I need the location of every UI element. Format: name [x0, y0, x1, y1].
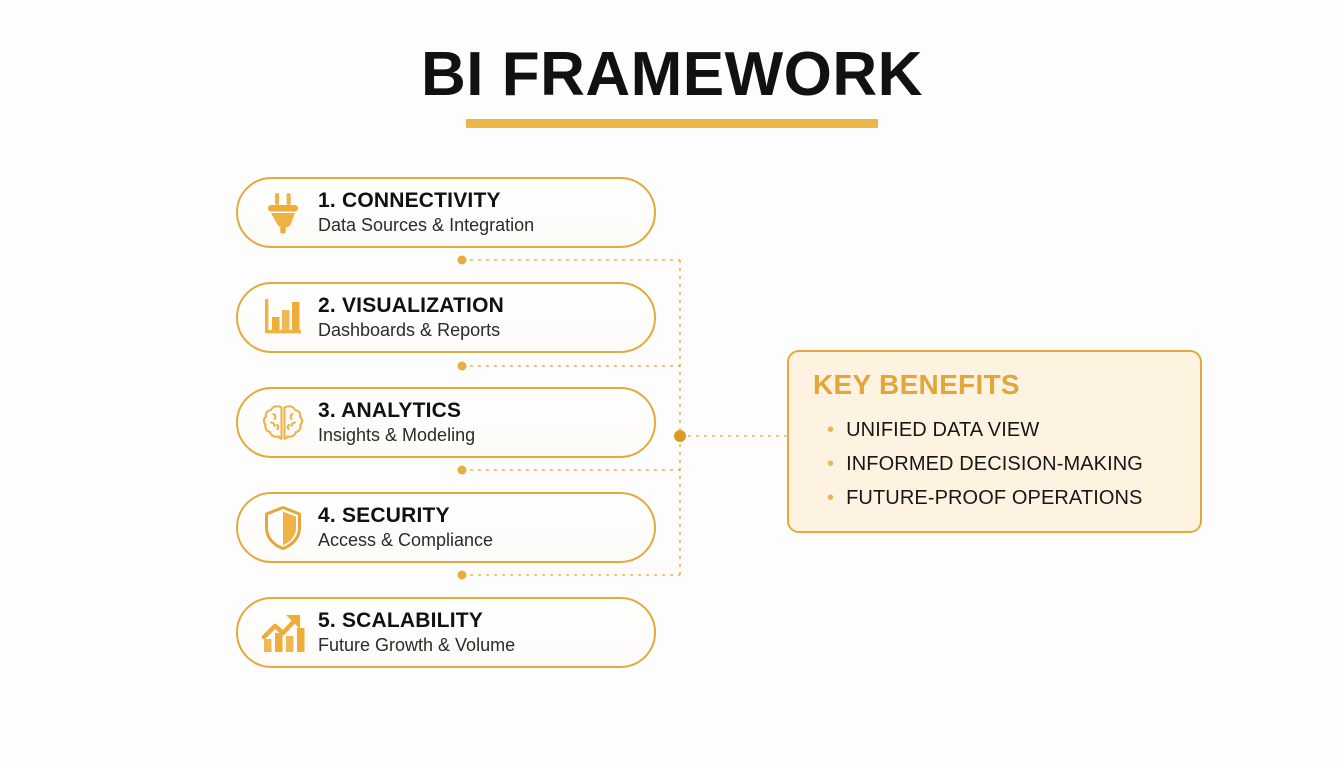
pillar-card-text: 5. SCALABILITY Future Growth & Volume	[312, 609, 515, 657]
growth-arrow-icon	[254, 607, 312, 659]
pillar-subtitle: Dashboards & Reports	[318, 319, 501, 340]
pillar-title: 1. CONNECTIVITY	[318, 188, 501, 212]
pillar-subtitle: Future Growth & Volume	[318, 634, 516, 655]
pillar-title: 5. SCALABILITY	[318, 608, 483, 632]
key-benefits-panel: KEY BENEFITS • UNIFIED DATA VIEW • INFOR…	[787, 350, 1202, 533]
plug-icon	[254, 187, 312, 239]
page-title: BI FRAMEWORK	[0, 40, 1344, 129]
pillar-subtitle: Data Sources & Integration	[318, 214, 535, 235]
pillar-card-scalability[interactable]: 5. SCALABILITY Future Growth & Volume	[236, 597, 656, 668]
page-title-text: BI FRAMEWORK	[421, 40, 923, 109]
brain-icon	[254, 397, 312, 449]
pillar-subtitle: Insights & Modeling	[318, 424, 476, 445]
pillar-title: 4. SECURITY	[318, 503, 450, 527]
pillar-card-text: 4. SECURITY Access & Compliance	[312, 504, 493, 552]
key-benefit-item: • FUTURE-PROOF OPERATIONS	[813, 481, 1176, 515]
key-benefit-item: • INFORMED DECISION-MAKING	[813, 447, 1176, 481]
pillar-title: 3. ANALYTICS	[318, 398, 462, 422]
pillar-card-text: 3. ANALYTICS Insights & Modeling	[312, 399, 475, 447]
connector-junction-node	[674, 430, 686, 442]
pillar-card-text: 1. CONNECTIVITY Data Sources & Integrati…	[312, 189, 534, 237]
key-benefits-list: • UNIFIED DATA VIEW • INFORMED DECISION-…	[813, 413, 1176, 515]
shield-icon	[254, 502, 312, 554]
pillar-list: 1. CONNECTIVITY Data Sources & Integrati…	[236, 177, 656, 702]
bar-chart-icon	[254, 292, 312, 344]
bullet-icon: •	[827, 452, 835, 475]
pillar-card-text: 2. VISUALIZATION Dashboards & Reports	[312, 294, 504, 342]
pillar-card-security[interactable]: 4. SECURITY Access & Compliance	[236, 492, 656, 563]
pillar-title: 2. VISUALIZATION	[318, 293, 504, 317]
pillar-card-connectivity[interactable]: 1. CONNECTIVITY Data Sources & Integrati…	[236, 177, 656, 248]
key-benefit-item: • UNIFIED DATA VIEW	[813, 413, 1176, 447]
key-benefits-title: KEY BENEFITS	[813, 369, 1020, 400]
title-underline-rule	[466, 119, 878, 129]
pillar-card-analytics[interactable]: 3. ANALYTICS Insights & Modeling	[236, 387, 656, 458]
pillar-card-visualization[interactable]: 2. VISUALIZATION Dashboards & Reports	[236, 282, 656, 353]
key-benefit-label: FUTURE-PROOF OPERATIONS	[846, 486, 1143, 509]
key-benefit-label: UNIFIED DATA VIEW	[846, 418, 1040, 441]
pillar-subtitle: Access & Compliance	[318, 529, 494, 550]
key-benefit-label: INFORMED DECISION-MAKING	[846, 452, 1143, 475]
bullet-icon: •	[827, 486, 835, 509]
bullet-icon: •	[827, 418, 835, 441]
